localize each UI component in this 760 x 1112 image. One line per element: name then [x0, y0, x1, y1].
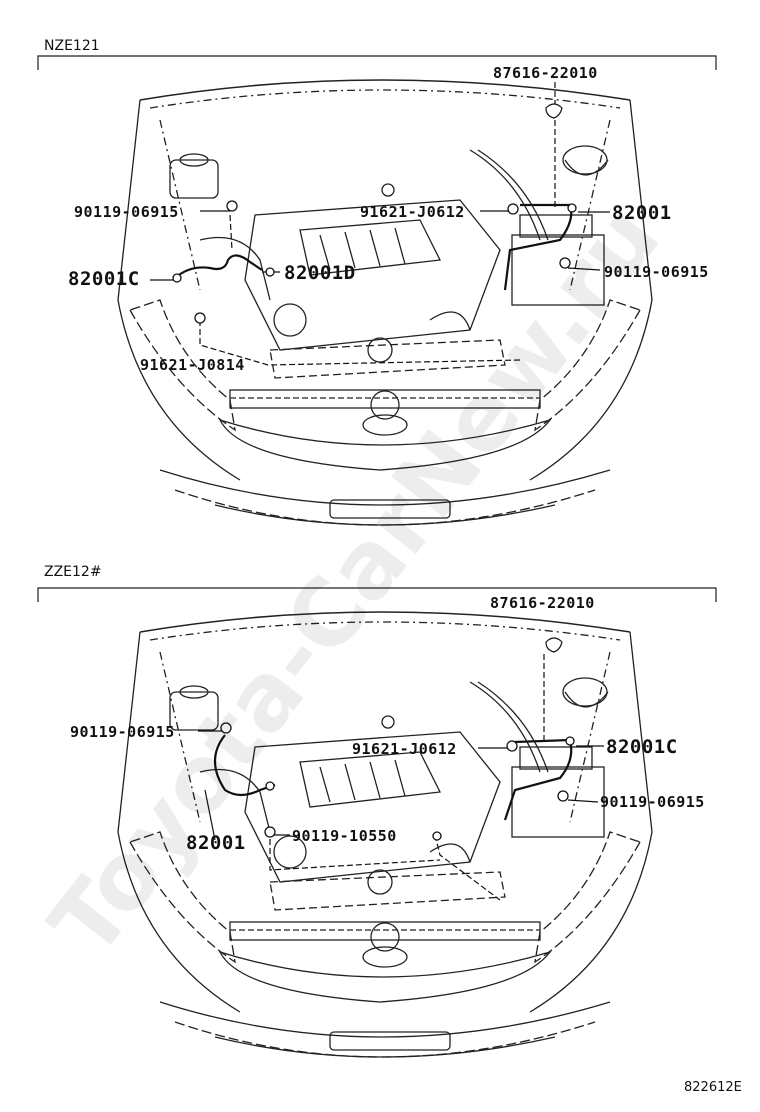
part-clip-label: 87616-22010 [493, 64, 598, 82]
part-clip-label: 87616-22010 [490, 594, 595, 612]
part-nut-lower-label: 91621-J0814 [140, 356, 245, 374]
part-bolt-lower-label: 90119-10550 [292, 827, 397, 845]
section-frame-zze12 [37, 587, 717, 602]
part-harness-right-label: 82001C [606, 736, 678, 758]
part-bolt-right-label: 90119-06915 [604, 263, 709, 281]
part-harness-left-label: 82001 [186, 832, 246, 854]
figure-code: 822612E [684, 1080, 742, 1095]
part-harness-right-label: 82001 [612, 202, 672, 224]
part-nut-center-label: 91621-J0612 [352, 740, 457, 758]
fasteners-nze121 [172, 200, 577, 324]
part-harness-mid-label: 82001D [284, 262, 356, 284]
engine-bay-nze121 [117, 79, 653, 526]
leaders-nze121 [150, 82, 610, 366]
section-label-zze12: ZZE12# [44, 564, 102, 580]
part-nut-center-label: 91621-J0612 [360, 203, 465, 221]
part-bolt-right-label: 90119-06915 [600, 793, 705, 811]
section-frame-nze121 [37, 55, 717, 70]
part-bolt-left-label: 90119-06915 [70, 723, 175, 741]
section-label-nze121: NZE121 [44, 38, 100, 54]
fasteners-zze12 [220, 722, 575, 841]
part-bolt-left-label: 90119-06915 [74, 203, 179, 221]
part-harness-left-label: 82001C [68, 268, 140, 290]
